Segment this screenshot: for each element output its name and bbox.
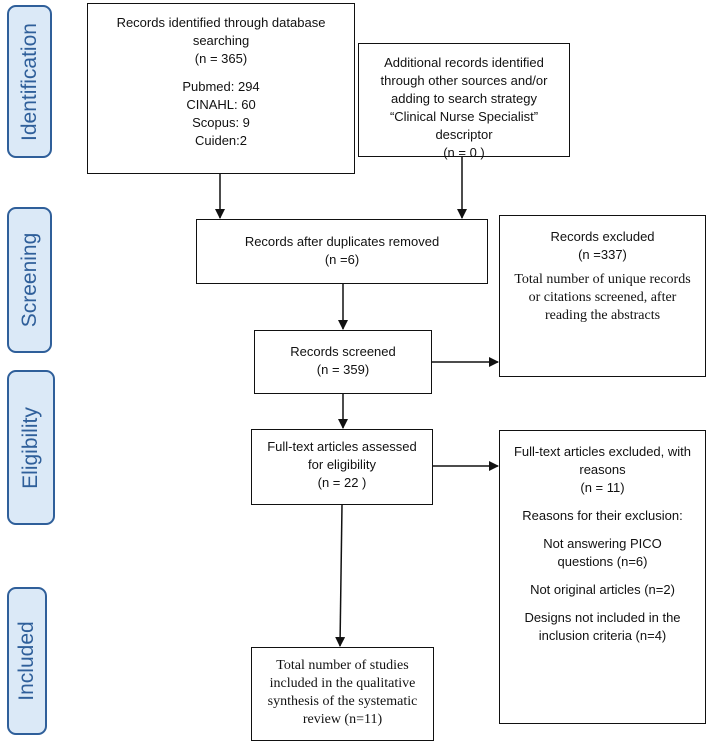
additional-title: Additional records identified through ot… — [380, 55, 548, 142]
reason-item: Not answering PICO questions (n=6) — [543, 536, 662, 569]
fulltext-excluded-count: (n = 11) — [580, 480, 625, 495]
reason-item: Designs not included in the inclusion cr… — [524, 610, 681, 643]
fulltext-count: (n = 22 ) — [317, 475, 367, 490]
duplicates-title: Records after duplicates removed — [244, 234, 440, 249]
reason-item: Not original articles (n=2) — [530, 582, 675, 597]
duplicates-count: (n =6) — [324, 252, 360, 267]
source-scopus: Scopus: 9 — [192, 115, 250, 130]
phase-screening: Screening — [7, 207, 52, 353]
included-text: Total number of studies included in the … — [267, 658, 418, 727]
box-records-excluded: Records excluded (n =337) Total number o… — [499, 215, 706, 377]
box-records-identified: Records identified through database sear… — [87, 3, 355, 174]
box-fulltext-assessed: Full-text articles assessed for eligibil… — [251, 429, 433, 505]
fulltext-title: Full-text articles assessed for eligibil… — [267, 439, 417, 472]
excluded-note: Total number of unique records or citati… — [514, 272, 691, 323]
fulltext-excluded-title: Full-text articles excluded, with reason… — [513, 444, 691, 477]
box-records-screened: Records screened (n = 359) — [254, 330, 432, 394]
excluded-title: Records excluded — [550, 229, 655, 244]
phase-eligibility: Eligibility — [7, 370, 55, 525]
box-studies-included: Total number of studies included in the … — [251, 647, 434, 741]
box-fulltext-excluded: Full-text articles excluded, with reason… — [499, 430, 706, 724]
box-duplicates-removed: Records after duplicates removed (n =6) — [196, 219, 488, 284]
identified-title: Records identified through database sear… — [116, 15, 326, 48]
phase-identification: Identification — [7, 5, 52, 158]
source-cuiden: Cuiden:2 — [194, 133, 248, 148]
identified-count: (n = 365) — [194, 51, 248, 66]
reasons-heading: Reasons for their exclusion: — [522, 508, 683, 523]
screened-count: (n = 359) — [316, 362, 370, 377]
screened-title: Records screened — [290, 344, 396, 359]
box-additional-records: Additional records identified through ot… — [358, 43, 570, 160]
phase-included: Included — [7, 587, 47, 735]
additional-count: (n = 0 ) — [443, 145, 485, 160]
source-pubmed: Pubmed: 294 — [182, 79, 260, 94]
excluded-count: (n =337) — [578, 247, 627, 262]
source-cinahl: CINAHL: 60 — [186, 97, 256, 112]
arrow-fulltext-to-included — [335, 504, 346, 647]
